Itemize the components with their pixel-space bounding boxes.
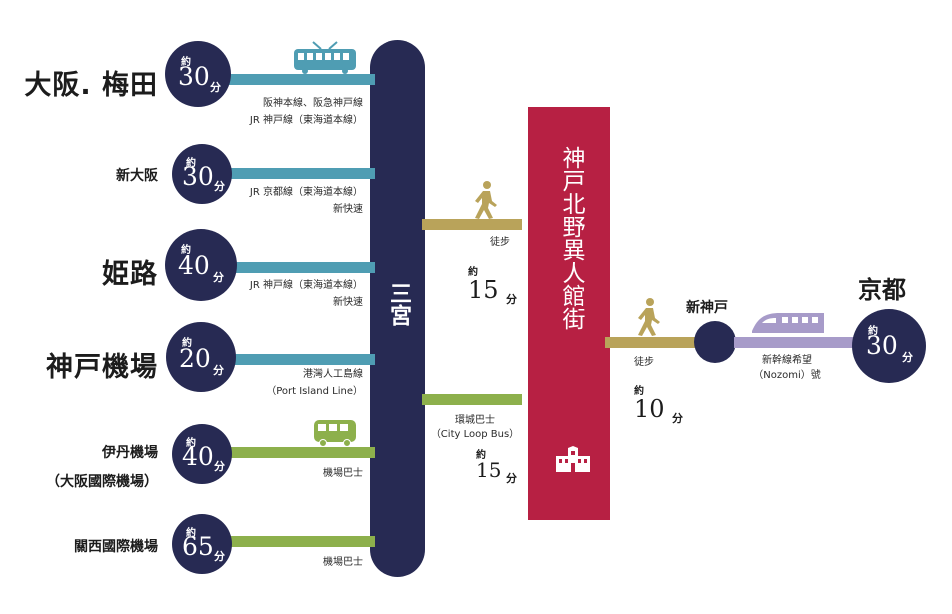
- walking-person-icon: [636, 298, 662, 340]
- time-unit: 分: [506, 472, 517, 485]
- route-bar: [225, 536, 375, 547]
- route-line: 新快速: [333, 204, 363, 215]
- route-lines: 機場巴士: [215, 465, 363, 482]
- bus-route-name-en: （City Loop Bus）: [430, 429, 520, 440]
- shin-kobe-name: 新神戸: [686, 300, 728, 316]
- travel-time: 65: [182, 532, 214, 561]
- station-name: 關西國際機場: [74, 539, 158, 555]
- about-label: 約: [182, 338, 192, 349]
- travel-time: 15: [468, 276, 499, 304]
- travel-time: 40: [182, 442, 214, 471]
- walk-label: 徒步: [634, 357, 654, 368]
- train-icon: [293, 40, 357, 78]
- travel-time: 10: [634, 395, 665, 423]
- bus-route-name: 環城巴士: [455, 415, 495, 426]
- walk-label: 徒步: [490, 237, 510, 248]
- station-name: 大阪. 梅田: [24, 70, 158, 101]
- time-unit: 分: [213, 364, 224, 377]
- time-circle: 約 30 分: [852, 309, 926, 383]
- hub-name: 三宮: [386, 282, 411, 326]
- shinkansen-line-en: （Nozomi）號: [753, 370, 821, 381]
- time-unit: 分: [214, 460, 225, 473]
- walking-person-icon: [473, 181, 499, 223]
- time-circle: 約 65 分: [172, 514, 232, 574]
- kyoto-name: 京都: [858, 276, 906, 304]
- station-name: 神戸機場: [46, 352, 158, 383]
- route-lines: 機場巴士: [215, 554, 363, 571]
- route-bar: [225, 262, 375, 273]
- route-line: JR 京都線（東海道本線）: [249, 187, 363, 198]
- time-circle: 約 30 分: [172, 144, 232, 204]
- station-name: 伊丹機場: [102, 445, 158, 461]
- route-line: JR 神戸線（東海道本線）: [249, 280, 363, 291]
- about-label: 約: [186, 438, 196, 449]
- route-bar: [225, 447, 375, 458]
- time-circle: 約 40 分: [172, 424, 232, 484]
- shinkansen-line: 新幹線希望: [762, 355, 812, 366]
- route-line: 港灣人工島線: [303, 369, 363, 380]
- walk-bar-sannomiya: [422, 219, 522, 230]
- route-line: 新快速: [333, 297, 363, 308]
- travel-time: 30: [178, 62, 210, 91]
- route-lines: JR 神戸線（東海道本線） 新快速: [215, 277, 363, 311]
- travel-time: 30: [182, 162, 214, 191]
- bus-label: 環城巴士 （City Loop Bus）: [430, 414, 520, 442]
- time-circle: 約 20 分: [166, 322, 236, 392]
- sannomiya-hub-bar: [370, 40, 425, 577]
- route-line: 機場巴士: [323, 468, 363, 479]
- about-label: 約: [181, 57, 191, 68]
- route-lines: 港灣人工島線 （Port Island Line）: [215, 366, 363, 400]
- time-unit: 分: [214, 550, 225, 563]
- travel-time: 30: [866, 331, 898, 360]
- time-circle: 約 30 分: [165, 41, 231, 107]
- travel-time: 40: [178, 251, 210, 280]
- shinkansen-label: 新幹線希望 （Nozomi）號: [742, 353, 832, 383]
- about-label: 約: [634, 386, 644, 397]
- route-line: JR 神戸線（東海道本線）: [249, 115, 363, 126]
- route-line: （Port Island Line）: [266, 386, 363, 397]
- route-bar: [220, 74, 375, 85]
- bus-bar-sannomiya: [422, 394, 522, 405]
- station-name: 新大阪: [116, 168, 158, 184]
- route-line: 阪神本線、阪急神戸線: [263, 98, 363, 109]
- time-unit: 分: [214, 180, 225, 193]
- about-label: 約: [476, 450, 486, 461]
- route-lines: 阪神本線、阪急神戸線 JR 神戸線（東海道本線）: [215, 95, 363, 129]
- station-subname: （大阪國際機場）: [46, 474, 158, 490]
- travel-time: 15: [476, 458, 502, 482]
- shinkansen-bar: [734, 337, 864, 348]
- about-label: 約: [468, 267, 478, 278]
- sannomiya-label: 三宮: [383, 282, 413, 333]
- station-name: 姫路: [102, 259, 158, 290]
- about-label: 約: [186, 528, 196, 539]
- route-lines: JR 京都線（東海道本線） 新快速: [215, 184, 363, 218]
- route-line: 機場巴士: [323, 557, 363, 568]
- time-unit: 分: [213, 271, 224, 284]
- shinkansen-icon: [752, 311, 824, 339]
- bus-icon: [313, 419, 357, 451]
- time-unit: 分: [210, 81, 221, 94]
- building-icon: [554, 446, 592, 476]
- time-unit: 分: [506, 293, 517, 306]
- time-unit: 分: [902, 351, 913, 364]
- kitano-label: 神戸北野異人館街: [555, 146, 585, 339]
- kitano-name: 神戸北野異人館街: [558, 146, 584, 330]
- travel-time: 20: [179, 344, 211, 373]
- about-label: 約: [868, 326, 878, 337]
- shin-kobe-station-dot: [694, 321, 736, 363]
- about-label: 約: [181, 245, 191, 256]
- about-label: 約: [186, 158, 196, 169]
- route-bar: [225, 354, 375, 365]
- time-unit: 分: [672, 412, 683, 425]
- walk-bar-shin-kobe: [605, 337, 697, 348]
- time-circle: 約 40 分: [165, 229, 237, 301]
- route-bar: [225, 168, 375, 179]
